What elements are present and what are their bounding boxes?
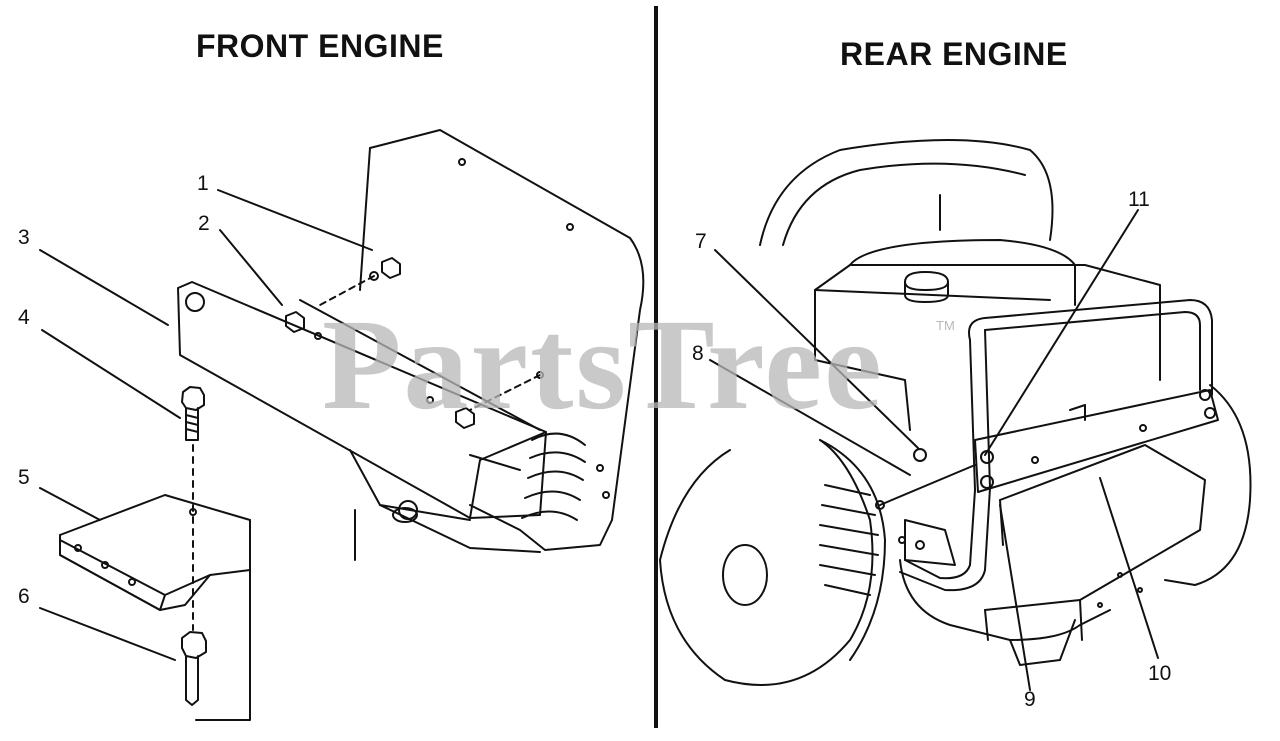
handle-frame — [968, 299, 1213, 396]
front-engine-title: FRONT ENGINE — [196, 28, 444, 64]
callout-1: 1 — [197, 172, 209, 195]
callout-6: 6 — [18, 585, 30, 608]
callout-10: 10 — [1148, 662, 1172, 685]
crossbar — [974, 389, 1219, 493]
left-hub — [722, 544, 768, 606]
callout-3: 3 — [18, 226, 30, 249]
callout-7: 7 — [695, 230, 707, 253]
right-wheel — [1164, 384, 1252, 586]
callout-11: 11 — [1128, 188, 1150, 211]
bolt-4 — [181, 386, 205, 411]
hex-nut-2 — [285, 311, 305, 333]
trademark-mark: TM — [936, 318, 955, 333]
callout-9: 9 — [1024, 688, 1036, 711]
callout-4: 4 — [18, 306, 30, 329]
callout-5: 5 — [18, 466, 30, 489]
bolt-6 — [181, 631, 207, 659]
front-engine-drawing — [39, 129, 645, 721]
engine-shroud — [369, 129, 645, 551]
mower-deck — [984, 444, 1206, 611]
hex-nut-1 — [381, 257, 401, 279]
engine-block — [849, 239, 1076, 306]
seat — [759, 139, 1054, 246]
bracket-plate-5 — [59, 494, 251, 611]
panel-divider — [654, 6, 658, 728]
rear-engine-drawing — [659, 139, 1252, 691]
mounting-bracket — [177, 281, 547, 519]
left-wheel — [659, 439, 874, 686]
callout-8: 8 — [692, 342, 704, 365]
engine-shroud-edge — [359, 147, 371, 291]
callout-2: 2 — [198, 212, 210, 235]
rear-engine-title: REAR ENGINE — [840, 36, 1068, 72]
